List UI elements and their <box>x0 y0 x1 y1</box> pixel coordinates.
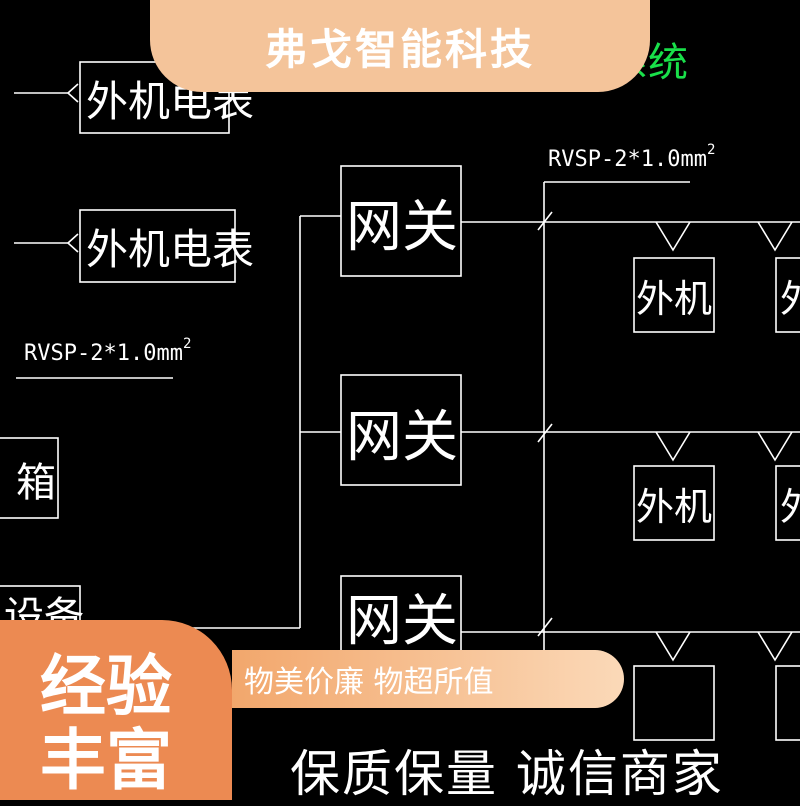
outdoor-unit-label-1: 外机 <box>636 277 712 321</box>
gateway-label-3: 网关 <box>346 589 458 654</box>
cable-spec-left: RVSP-2*1.0mm2 <box>24 336 191 366</box>
pill-text: 物美价廉 物超所值 <box>244 665 494 700</box>
gateway-box-1 <box>340 165 462 277</box>
brand-banner: 弗戈智能科技 <box>150 0 650 92</box>
box-fragment <box>0 437 59 519</box>
brand-name: 弗戈智能科技 <box>264 24 535 74</box>
outdoor-unit-box-2 <box>633 465 715 541</box>
outdoor-unit-box-2b <box>775 465 800 541</box>
outdoor-unit-fragment-1: 外 <box>780 277 800 321</box>
outdoor-unit-label-2: 外机 <box>636 485 712 529</box>
gateway-box-2 <box>340 374 462 486</box>
outdoor-unit-box-1b <box>775 257 800 333</box>
outdoor-unit-fragment-2: 外 <box>780 485 800 529</box>
outdoor-unit-box-3b <box>775 665 800 741</box>
box-fragment-label: 箱 <box>16 460 56 506</box>
badge-line-2: 丰富 <box>40 722 172 799</box>
outdoor-unit-box-3 <box>633 665 715 741</box>
meter-box-2 <box>79 209 236 283</box>
value-pill: 物美价廉 物超所值 <box>232 650 624 708</box>
experience-badge: 经验 丰富 <box>0 620 232 800</box>
cable-spec-right: RVSP-2*1.0mm2 <box>548 142 715 172</box>
gateway-label-2: 网关 <box>346 405 458 470</box>
meter-label-2: 外机电表 <box>86 225 254 274</box>
bottom-slogan: 保质保量 诚信商家 <box>290 745 724 803</box>
outdoor-unit-box-1 <box>633 257 715 333</box>
gateway-label-1: 网关 <box>346 195 458 260</box>
badge-line-1: 经验 <box>40 648 172 725</box>
